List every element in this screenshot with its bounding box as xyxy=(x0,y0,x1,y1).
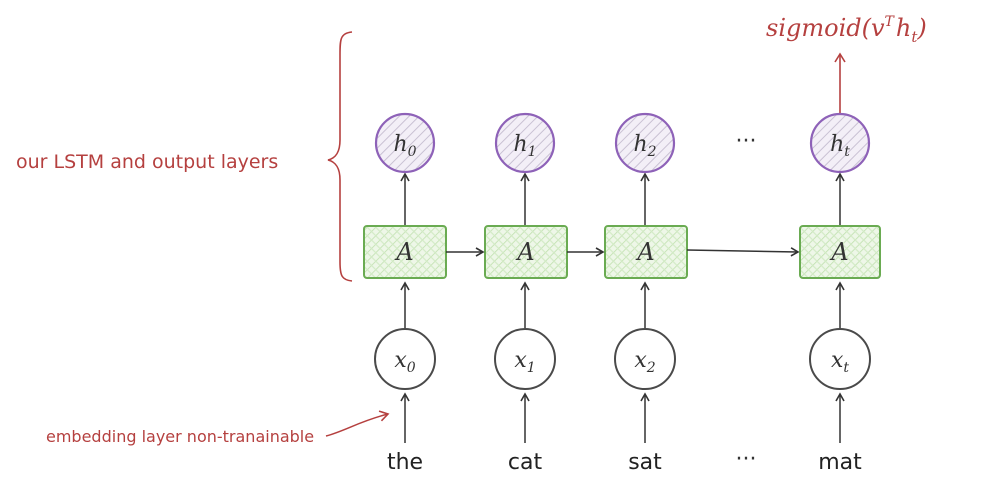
lstm-cell-label: A xyxy=(635,238,654,266)
hidden-state-label: ht xyxy=(830,132,850,160)
hidden-state-label: h2 xyxy=(633,132,656,160)
embedding-label: embedding layer non-tranainable xyxy=(46,427,314,446)
output-label-main: sigmoid(v xyxy=(766,14,885,42)
input-label: x0 xyxy=(394,348,415,376)
input-node xyxy=(809,328,871,390)
output-label-sub: t xyxy=(911,28,918,46)
hidden-state-label: h1 xyxy=(513,132,536,160)
word-token: cat xyxy=(508,450,543,475)
input-node xyxy=(614,328,676,390)
output-label-close: ) xyxy=(916,14,926,42)
word-token: the xyxy=(387,450,423,475)
lstm-cell-label: A xyxy=(394,238,413,266)
column-t: ht A xt mat xyxy=(799,112,881,475)
embedding-arrow xyxy=(325,410,390,437)
output-label-h: h xyxy=(896,14,911,42)
recurrent-arrow-2-t xyxy=(686,247,800,257)
word-ellipsis: ··· xyxy=(736,447,757,472)
column-1: h1 A x1 cat xyxy=(484,112,568,475)
hidden-state-node xyxy=(614,112,676,174)
word-token: mat xyxy=(818,450,862,475)
output-label-sup: T xyxy=(885,14,896,30)
hidden-state-node xyxy=(374,112,436,174)
hidden-state-label: h0 xyxy=(393,132,416,160)
input-node xyxy=(374,328,436,390)
lstm-cell-label: A xyxy=(515,238,534,266)
input-label: xt xyxy=(831,348,849,376)
input-node xyxy=(494,328,556,390)
hidden-state-node xyxy=(809,112,871,174)
hidden-ellipsis: ··· xyxy=(736,129,757,154)
input-label: x1 xyxy=(514,348,535,376)
layer-brace xyxy=(327,31,353,282)
column-2: h2 A x2 sat xyxy=(604,112,688,475)
lstm-cell-label: A xyxy=(829,238,848,266)
brace-label: our LSTM and output layers xyxy=(16,151,278,173)
column-0: h0 A x0 the xyxy=(363,112,447,475)
lstm-cell xyxy=(604,225,688,279)
hidden-state-node xyxy=(494,112,556,174)
lstm-cell xyxy=(799,225,881,279)
output-label: sigmoid(vTht) xyxy=(766,14,927,46)
word-token: sat xyxy=(628,450,662,475)
input-label: x2 xyxy=(634,348,655,376)
